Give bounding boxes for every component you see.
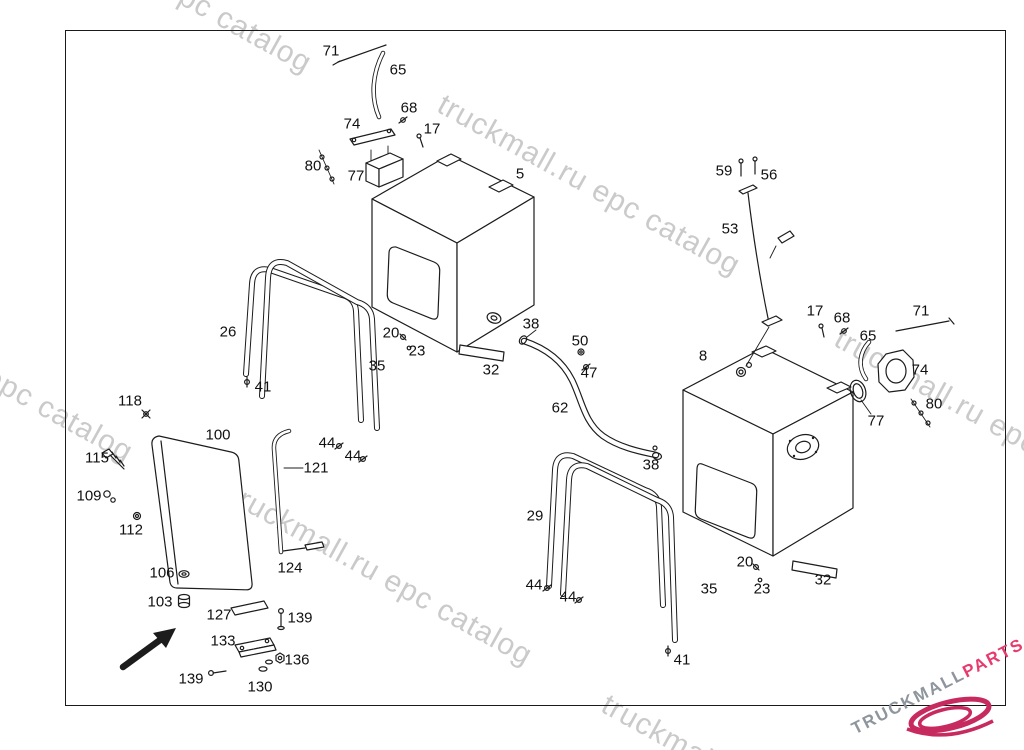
clip-68-right	[839, 327, 849, 335]
clamp-47	[581, 363, 591, 371]
tank-strap-26	[243, 266, 364, 423]
bolt-20-left	[399, 333, 407, 341]
bolt-41-left	[244, 376, 251, 388]
truckmall-parts-logo: TRUCKMALLPARTS	[845, 634, 1024, 750]
nut-136	[275, 652, 285, 664]
fuel-hose-62	[518, 335, 663, 460]
fasteners-80-right	[910, 398, 931, 428]
gasket-ring-77-right	[849, 379, 867, 403]
bolt-20-right	[752, 563, 760, 571]
filler-neck-77-left	[365, 152, 404, 188]
plug-103	[177, 593, 191, 609]
washer-23-right	[757, 577, 763, 583]
screw-115	[101, 448, 125, 470]
bracket-121	[271, 428, 292, 555]
logo-swirl-icon	[906, 696, 994, 737]
fuel-tank-5	[371, 153, 535, 353]
mounting-rail-32-right	[791, 560, 838, 579]
fuel-sender-53	[738, 184, 795, 367]
mounting-rail-32-left	[458, 344, 505, 362]
screw-139-top	[277, 607, 285, 631]
breather-rod-71-left	[332, 44, 387, 66]
heat-shield-100	[151, 435, 253, 591]
fuel-tank-8	[682, 345, 854, 557]
screw-59	[738, 158, 744, 177]
washer-23-left	[406, 345, 412, 351]
fitting-50	[577, 348, 585, 356]
direction-arrow	[119, 628, 176, 671]
diagram-border	[65, 30, 1006, 706]
fitting-38-right	[652, 445, 658, 451]
ring-112	[132, 511, 142, 521]
clips-44-left	[334, 442, 368, 463]
bracket-74-left	[349, 128, 396, 162]
bracket-133	[234, 637, 277, 658]
fasteners-80-left	[318, 149, 335, 185]
cap-74-right	[877, 349, 915, 393]
clips-44-right	[542, 584, 584, 604]
screw-139-bottom	[208, 669, 227, 676]
vent-hose-65-left	[371, 50, 386, 120]
clip-68-left	[398, 116, 408, 124]
vent-hose-65-right	[858, 339, 872, 382]
bolt-17-right	[818, 323, 825, 338]
bolt-17-left	[416, 133, 424, 148]
tank-strap-35-right	[560, 462, 678, 643]
bolt-118	[141, 409, 151, 419]
grommet-106	[178, 570, 190, 578]
tank-strap-35-left	[259, 259, 380, 431]
screw-56	[752, 156, 758, 175]
rod-124	[282, 541, 325, 552]
breather-rod-71-right	[895, 317, 955, 332]
spacer-127	[230, 600, 269, 616]
washers-130	[258, 659, 274, 672]
bolt-41-right	[664, 645, 671, 657]
grommets-109	[103, 490, 116, 503]
leader-lines	[283, 329, 872, 469]
